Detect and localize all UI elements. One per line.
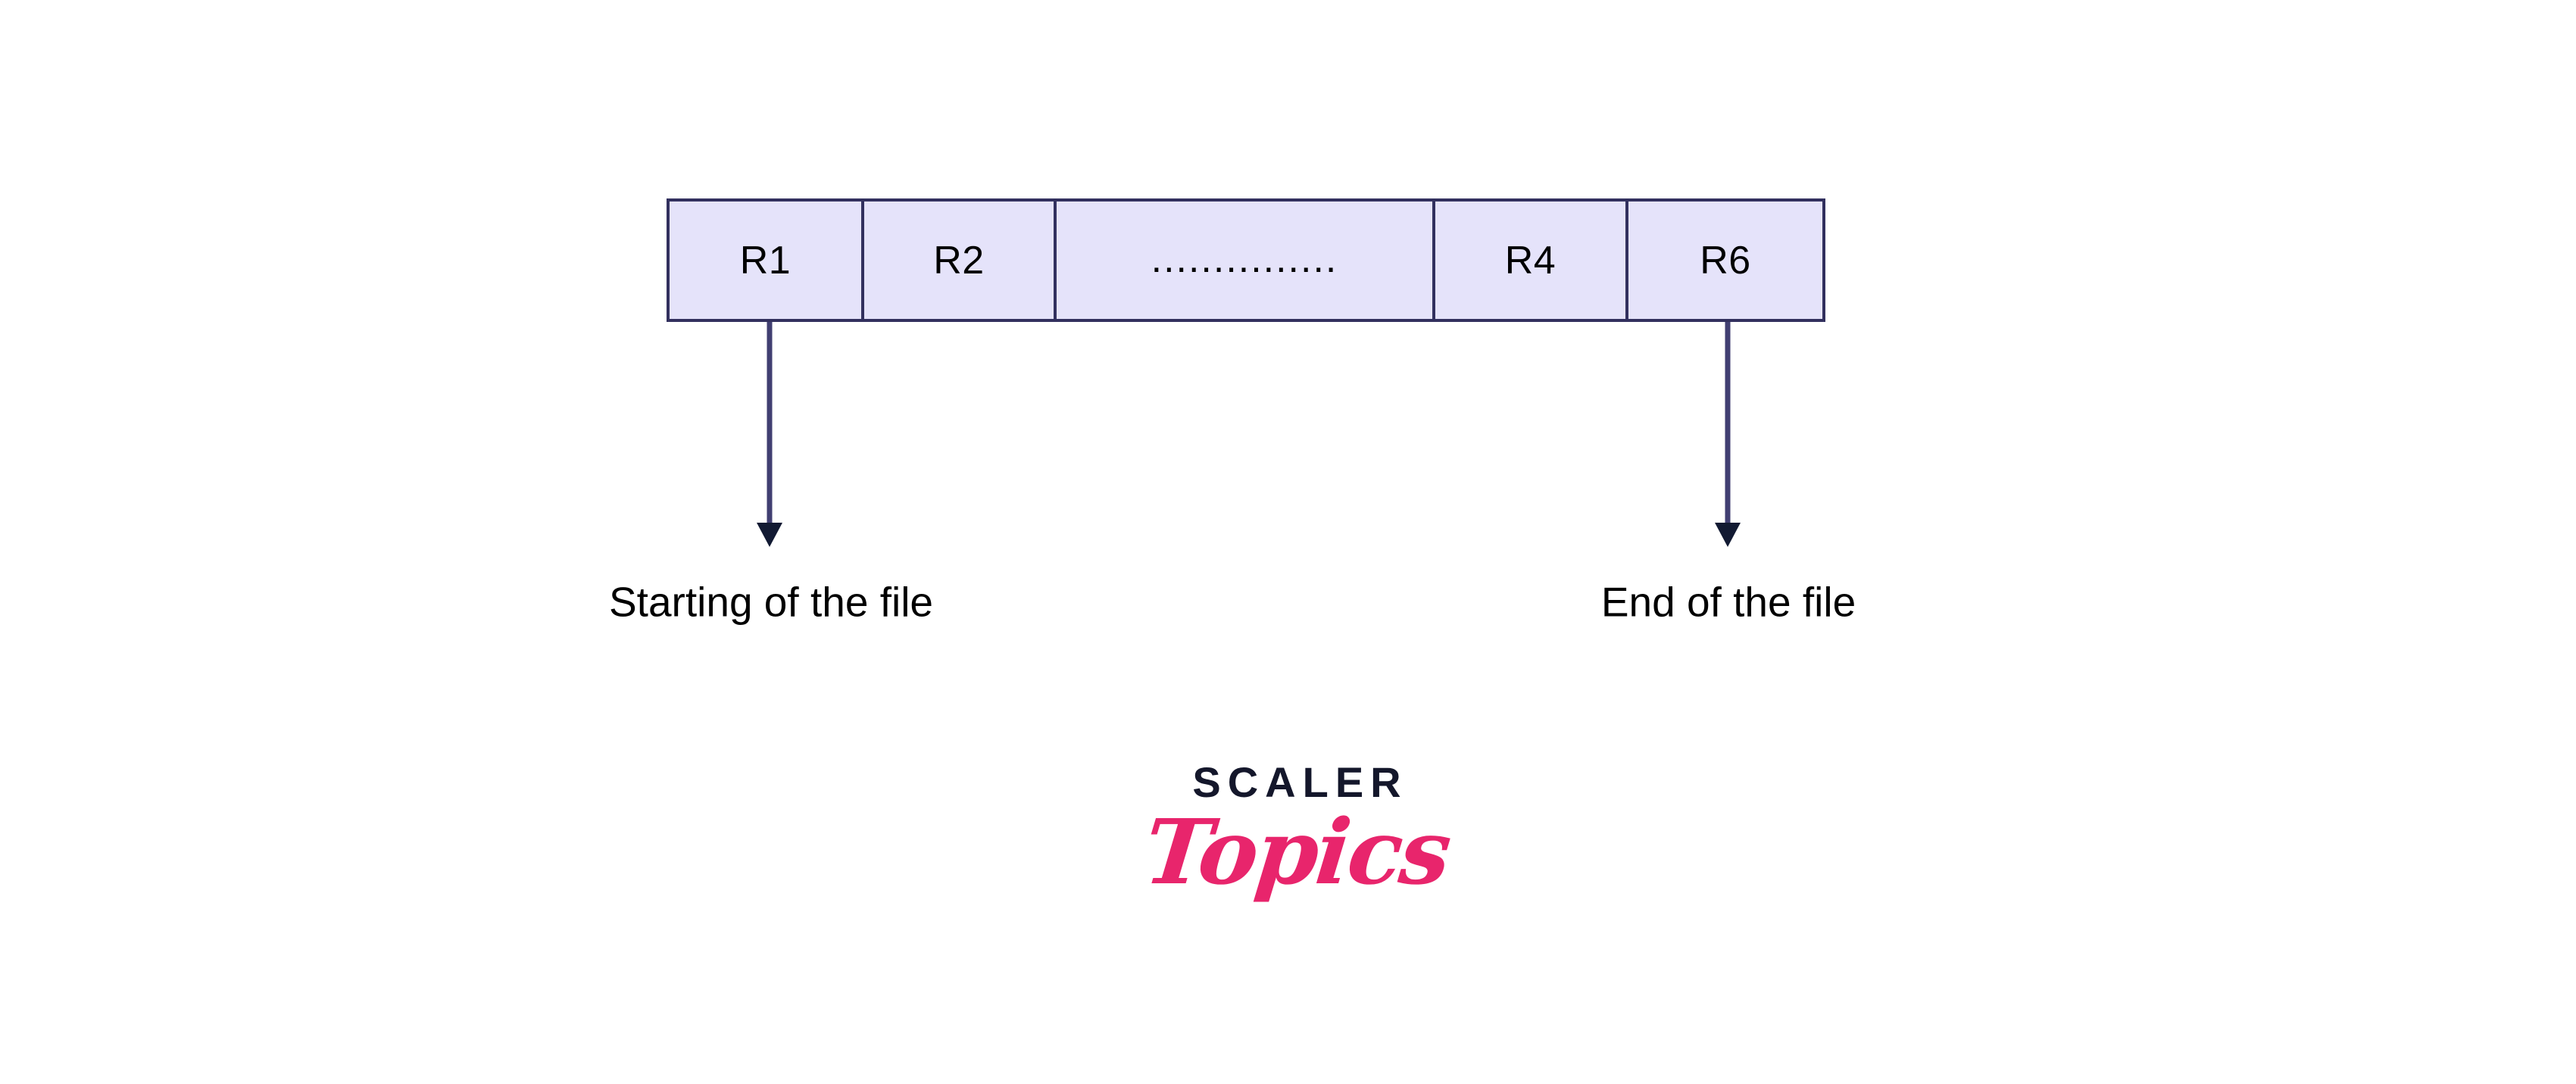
record-cell-r2: R2 xyxy=(864,201,1057,319)
record-cell-label: R1 xyxy=(739,238,792,283)
record-cell-label: R2 xyxy=(933,238,985,283)
record-cell-label: R6 xyxy=(1700,238,1751,283)
record-cell-ellipsis: ............... xyxy=(1057,201,1435,319)
arrow-start xyxy=(757,322,782,547)
record-cell-label: R4 xyxy=(1504,238,1557,283)
scaler-topics-logo: SCALER Topics xyxy=(1123,758,1471,905)
logo-wordmark-topics: Topics xyxy=(1139,799,1454,904)
record-cell-r4: R4 xyxy=(1435,201,1628,319)
record-table: R1 R2 ............... R4 R6 xyxy=(667,198,1825,322)
annotation-label-start: Starting of the file xyxy=(608,578,934,626)
arrow-end-head-icon xyxy=(1715,523,1741,547)
arrow-end xyxy=(1715,322,1741,547)
annotation-label-end: End of the file xyxy=(1600,578,1856,626)
logo-wordmark-scaler: SCALER xyxy=(1192,758,1408,806)
record-cell-r6: R6 xyxy=(1628,201,1822,319)
record-cell-r1: R1 xyxy=(670,201,864,319)
ellipsis-label: ............... xyxy=(1151,236,1338,281)
arrow-start-head-icon xyxy=(757,523,782,547)
